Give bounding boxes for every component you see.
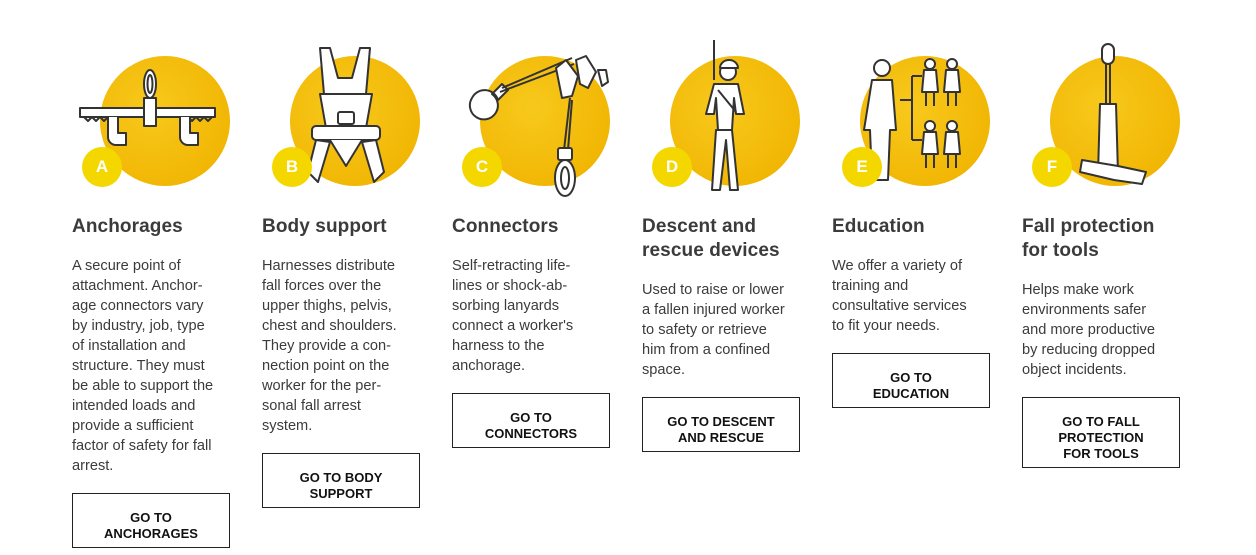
- card-connectors: C Connectors Self-retracting life- lines…: [452, 40, 622, 448]
- card-description: Helps make work environments safer and m…: [1022, 282, 1156, 378]
- card-education: E Education We offer a variety of traini…: [832, 40, 1002, 408]
- card-illustration: D: [642, 40, 812, 200]
- go-to-anchorages-button[interactable]: GO TO ANCHORAGES: [72, 493, 230, 548]
- harness-icon: [307, 47, 385, 183]
- card-descent-rescue: D Descent and rescue devices Used to rai…: [642, 40, 812, 452]
- card-illustration: B: [262, 40, 432, 200]
- card-illustration: C: [452, 40, 622, 200]
- card-fall-protection-tools: F Fall protection for tools Helps make w…: [1022, 40, 1192, 468]
- card-title: Connectors: [452, 216, 559, 237]
- badge-letter: B: [272, 147, 312, 187]
- card-body-support: B Body support Harnesses distribute fall…: [262, 40, 432, 508]
- card-title: Education: [832, 216, 925, 237]
- card-title: Fall protection for tools: [1022, 216, 1155, 261]
- anchor-connector-icon: [79, 69, 216, 146]
- card-illustration: E: [832, 40, 1002, 200]
- rescue-worker-icon: [705, 40, 745, 191]
- lanyard-icon: [468, 55, 609, 197]
- card-illustration: F: [1022, 40, 1192, 200]
- go-to-connectors-button[interactable]: GO TO CONNECTORS: [452, 393, 610, 448]
- badge-letter: F: [1032, 147, 1072, 187]
- card-description: Self-retracting life- lines or shock-ab-…: [452, 258, 574, 374]
- card-anchorages: A Anchorages A secure point of attachmen…: [72, 40, 242, 548]
- card-title: Anchorages: [72, 216, 183, 237]
- card-description: Harnesses distribute fall forces over th…: [262, 258, 397, 434]
- card-description: A secure point of attachment. Anchor- ag…: [72, 258, 214, 474]
- go-to-education-button[interactable]: GO TO EDUCATION: [832, 353, 990, 408]
- card-description: We offer a variety of training and consu…: [832, 258, 967, 334]
- go-to-body-support-button[interactable]: GO TO BODY SUPPORT: [262, 453, 420, 508]
- badge-letter: A: [82, 147, 122, 187]
- card-title: Descent and rescue devices: [642, 216, 780, 261]
- card-title: Body support: [262, 216, 387, 237]
- badge-letter: C: [462, 147, 502, 187]
- badge-letter: D: [652, 147, 692, 187]
- product-category-grid: A Anchorages A secure point of attachmen…: [72, 40, 1192, 550]
- go-to-fall-protection-tools-button[interactable]: GO TO FALL PROTECTION FOR TOOLS: [1022, 397, 1180, 468]
- go-to-descent-rescue-button[interactable]: GO TO DESCENT AND RESCUE: [642, 397, 800, 452]
- card-description: Used to raise or lower a fallen injured …: [642, 282, 785, 378]
- badge-letter: E: [842, 147, 882, 187]
- hammer-tether-icon: [1079, 43, 1147, 185]
- card-illustration: A: [72, 40, 242, 200]
